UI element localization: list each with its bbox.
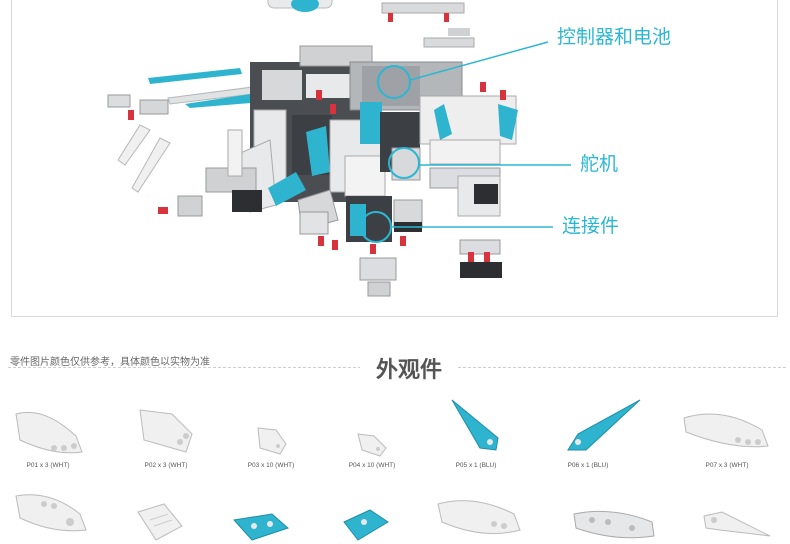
part-row2-1-image (15, 494, 87, 532)
left-arm-parts (107, 68, 290, 217)
part-p01-image (15, 411, 83, 454)
connector-pins (316, 82, 506, 262)
part-row2-2-image (137, 503, 183, 541)
callout-label-controller: 控制器和电池 (557, 27, 672, 48)
section-title: 外观件 (360, 352, 458, 384)
callout-markers (360, 41, 571, 243)
callout-label-connector: 连接件 (562, 216, 620, 237)
part-p03-image (257, 427, 287, 455)
part-p03-label: P03 x 10 (WHT) (247, 462, 295, 469)
part-row2-6-image (573, 510, 655, 539)
part-row2-7-image (703, 511, 771, 537)
controller-callout-circle (377, 65, 411, 99)
part-p02-image (139, 409, 193, 453)
part-p05-label: P05 x 1 (BLU) (455, 462, 497, 469)
part-p07-image (683, 413, 769, 448)
part-p06-image (567, 399, 641, 451)
part-p04-label: P04 x 10 (WHT) (348, 462, 396, 469)
part-p07-label: P07 x 3 (WHT) (705, 462, 749, 469)
top-parts (267, 0, 475, 48)
color-disclaimer-note: 零件图片颜色仅供参考，具体颜色以实物为准 (10, 357, 210, 368)
robot-body (205, 45, 518, 297)
callout-label-servo: 舵机 (580, 154, 619, 175)
part-row2-4-image (343, 509, 389, 541)
part-p06-label: P06 x 1 (BLU) (567, 462, 609, 469)
diagram-frame (11, 0, 778, 317)
controller-callout-line (409, 41, 549, 81)
exploded-robot-diagram (107, 0, 571, 297)
part-p01-label: P01 x 3 (WHT) (26, 462, 70, 469)
part-p04-image (357, 433, 387, 457)
part-row2-3-image (233, 513, 289, 541)
part-p02-label: P02 x 3 (WHT) (144, 462, 188, 469)
servo-callout-circle (388, 147, 420, 179)
part-p05-image (451, 399, 499, 451)
part-row2-5-image (437, 500, 521, 535)
